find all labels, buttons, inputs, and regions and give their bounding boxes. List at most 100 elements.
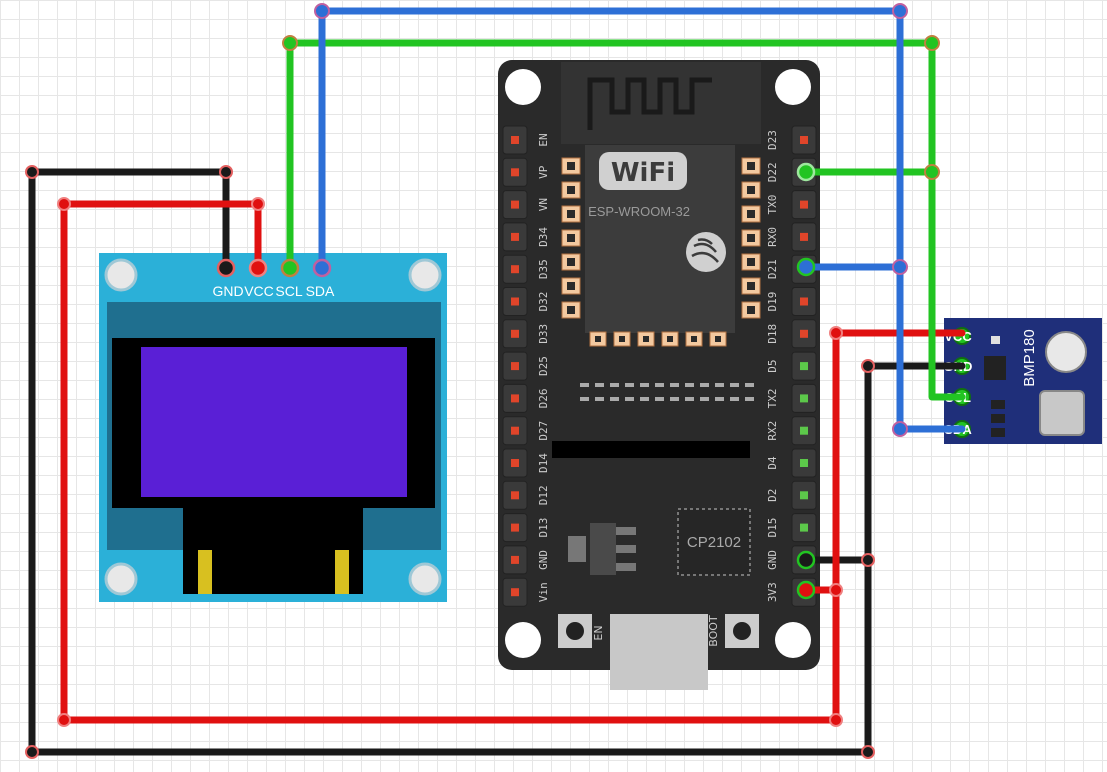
right-pin-labels: D23D22TX0RX0D21D19D18D5TX2RX2D4D2D15GND3… <box>766 130 779 602</box>
module-pad-hole <box>747 282 755 290</box>
mounting-hole <box>408 562 442 596</box>
module-pad-hole <box>567 282 575 290</box>
oled-screen <box>141 347 407 497</box>
esp-d22-connection <box>796 162 816 182</box>
module-pad-hole <box>567 306 575 314</box>
wifi-logo-badge <box>599 152 687 190</box>
oled-scl-connection <box>280 258 300 278</box>
module-pad-hole <box>567 162 575 170</box>
bmp-ic <box>984 356 1006 380</box>
mounting-hole <box>775 69 811 105</box>
right-pin-label: D15 <box>766 518 779 538</box>
left-pin-label: D26 <box>537 388 550 408</box>
wire-junction <box>57 197 71 211</box>
silkscreen-bar <box>552 441 750 458</box>
header-pin-contact <box>511 329 519 338</box>
wire-endpoints <box>216 162 816 600</box>
module-pads <box>561 157 761 347</box>
module-pad-hole <box>667 336 673 342</box>
header-pin-contact <box>800 491 808 500</box>
header-pin-contact <box>800 200 808 209</box>
right-pin-label: RX2 <box>766 421 779 441</box>
esp-gnd-connection <box>796 550 816 570</box>
mounting-hole <box>104 562 138 596</box>
module-pad-hole <box>567 234 575 242</box>
oled-pin-label-vcc: VCC <box>244 283 274 299</box>
pressure-sensor-can <box>1039 390 1085 436</box>
oled-ribbon-connector <box>183 508 363 594</box>
pcb-antenna-trace <box>587 77 712 130</box>
oled-ribbon-tab <box>198 550 212 594</box>
module-pad-hole <box>747 186 755 194</box>
module-pad-hole <box>567 258 575 266</box>
mounting-hole <box>104 258 138 292</box>
header-pin-contact <box>800 523 808 532</box>
right-pin-label: D2 <box>766 489 779 502</box>
left-pin-label: D34 <box>537 227 550 247</box>
right-pin-label: D4 <box>766 456 779 470</box>
usb-uart-chip <box>677 508 751 576</box>
left-pin-label: D35 <box>537 259 550 279</box>
wire-junction <box>892 3 908 19</box>
wire-junction <box>25 165 39 179</box>
wire-junction <box>829 326 843 340</box>
module-pad-hole <box>619 336 625 342</box>
left-pin-label: D32 <box>537 292 550 312</box>
mounting-hole <box>408 258 442 292</box>
right-pin-label: D5 <box>766 359 779 372</box>
bmp180-title: BMP180 <box>1021 329 1038 387</box>
right-pin-label: D21 <box>766 259 779 279</box>
en-button-cap <box>566 622 584 640</box>
left-pin-label: D13 <box>537 518 550 538</box>
mounting-hole <box>505 69 541 105</box>
oled-pin-label-sda: SDA <box>306 283 335 299</box>
wire-junction <box>861 359 875 373</box>
wire-junction <box>282 35 298 51</box>
module-pad-hole <box>747 258 755 266</box>
smd-part <box>991 428 1005 437</box>
right-pin-label: D18 <box>766 324 779 344</box>
module-label: ESP-WROOM-32 <box>588 204 690 219</box>
left-pin-label: GND <box>537 550 550 570</box>
left-pin-label: D25 <box>537 356 550 376</box>
wire-junction <box>892 259 908 275</box>
voltage-regulator <box>568 523 636 575</box>
left-pin-labels: ENVPVND34D35D32D33D25D26D27D14D12D13GNDV… <box>537 133 550 602</box>
smd-part <box>991 414 1005 423</box>
module-pad-hole <box>747 234 755 242</box>
right-pin-label: RX0 <box>766 227 779 247</box>
mounting-hole <box>1045 331 1087 373</box>
module-pad-hole <box>715 336 721 342</box>
mounting-hole <box>775 622 811 658</box>
wire-junction <box>861 745 875 759</box>
header-pin-contact <box>511 523 519 532</box>
module-pad-hole <box>747 306 755 314</box>
module-pad-hole <box>747 162 755 170</box>
module-pad-hole <box>567 210 575 218</box>
header-pin-contact <box>511 232 519 241</box>
header-pin-contact <box>511 362 519 371</box>
module-pad-hole <box>643 336 649 342</box>
header-pin-contact <box>511 200 519 209</box>
header-pin-contact <box>511 136 519 144</box>
espressif-logo-icon <box>686 232 726 272</box>
header-pin-contact <box>800 459 808 467</box>
wire-junction <box>924 164 940 180</box>
wire-junction <box>892 421 908 437</box>
header-pin-contact <box>800 329 808 338</box>
esp-d21-connection <box>796 257 816 277</box>
module-pad-hole <box>691 336 697 342</box>
usb-port <box>610 614 708 690</box>
right-pin-label: D22 <box>766 162 779 182</box>
wifi-logo: WiFi <box>611 158 675 188</box>
wire-junction <box>829 713 843 727</box>
left-pin-label: EN <box>537 133 550 146</box>
wire-junction <box>219 165 233 179</box>
wire-junction <box>861 553 875 567</box>
header-pin-contact <box>511 459 519 467</box>
oled-pin-label-gnd: GND <box>212 283 243 299</box>
header-pin-contact <box>511 297 519 306</box>
right-pin-label: GND <box>766 550 779 570</box>
